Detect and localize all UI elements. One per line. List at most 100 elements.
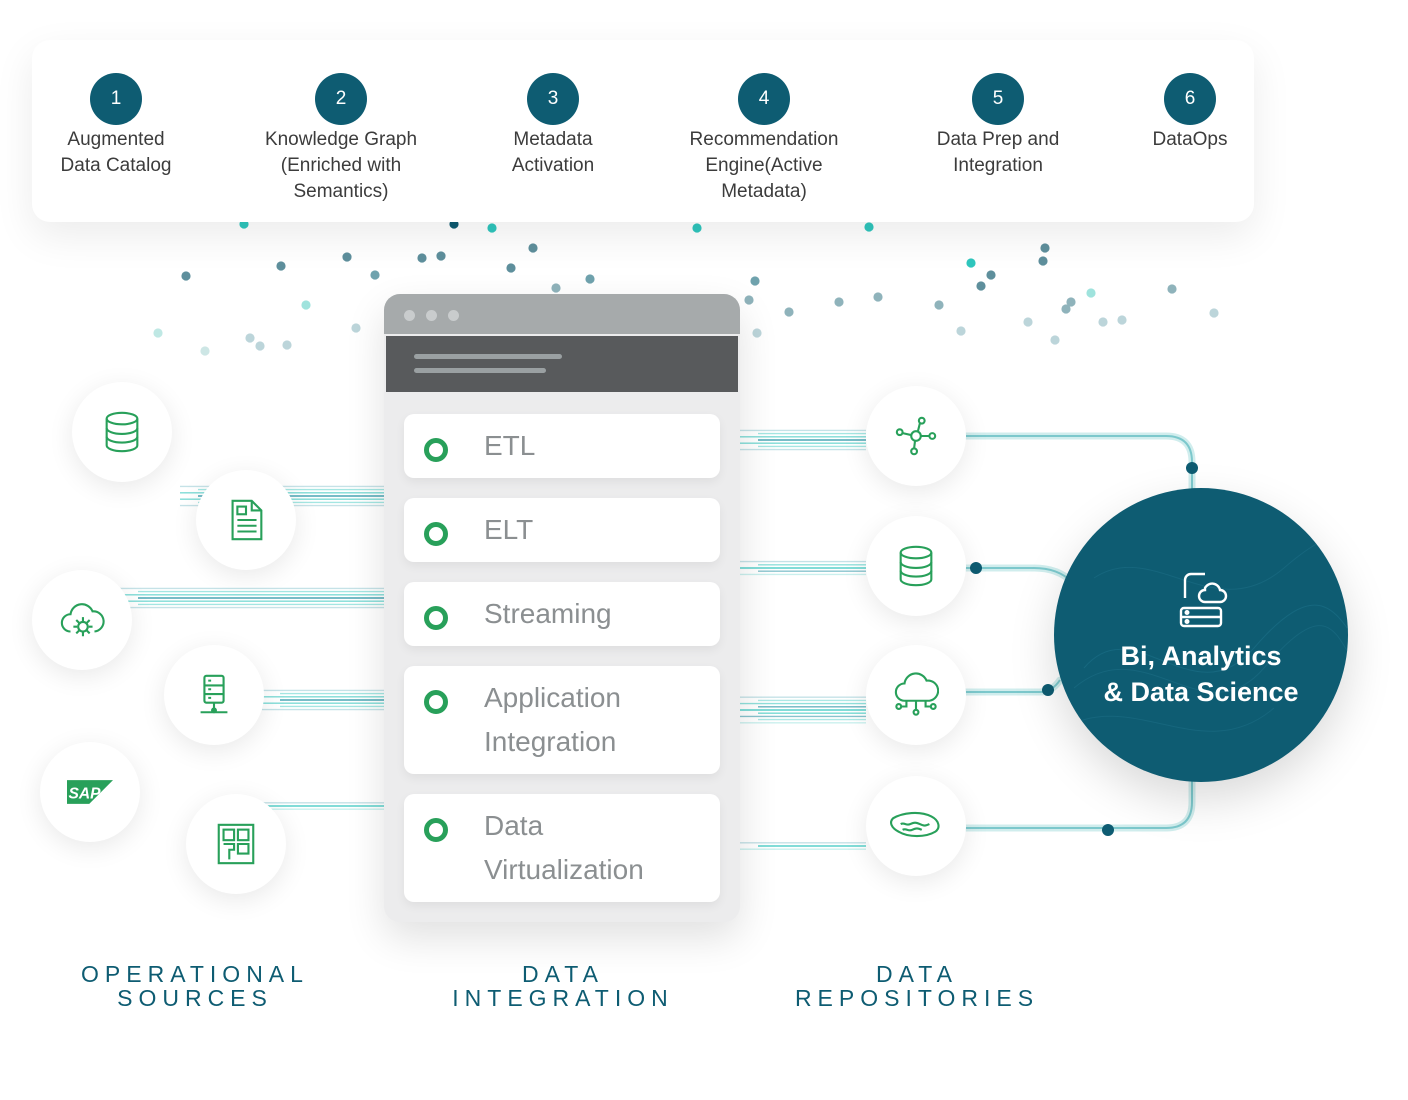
- window-dot: [426, 310, 437, 321]
- integration-label: Data Virtualization: [484, 804, 644, 892]
- section-label-line: SOURCES: [117, 985, 273, 1011]
- scatter-dot: [551, 283, 561, 293]
- scatter-dot: [976, 281, 986, 291]
- stage-label: Knowledge Graph (Enriched with Semantics…: [241, 127, 441, 205]
- stage-number: 2: [315, 73, 367, 125]
- sap-logo: SAP: [59, 775, 121, 809]
- stage-5: 5 Data Prep and Integration: [898, 73, 1098, 179]
- label-operational-sources: OPERATIONAL SOURCES: [40, 962, 350, 1010]
- scatter-dot: [1098, 317, 1108, 327]
- stage-number: 3: [527, 73, 579, 125]
- hub-texture: [1063, 538, 1348, 732]
- stage-label: Augmented Data Catalog: [16, 127, 216, 179]
- connector-node: [1042, 684, 1054, 696]
- scatter-dot: [1209, 308, 1219, 318]
- stage-2: 2 Knowledge Graph (Enriched with Semanti…: [241, 73, 441, 205]
- stage-label: Metadata Activation: [453, 127, 653, 179]
- integration-label-line: Streaming: [484, 598, 612, 629]
- cloud-network-icon: [894, 672, 939, 716]
- integration-item-streaming: Streaming: [404, 582, 720, 646]
- stage-label-line: Augmented: [67, 129, 165, 150]
- connector-line: [962, 432, 1196, 494]
- analytics-hub: Bi, Analytics & Data Science: [1054, 488, 1348, 782]
- stage-number: 4: [738, 73, 790, 125]
- status-ring-icon: [424, 438, 448, 462]
- scatter-dot: [351, 323, 361, 333]
- repo-graph: [866, 386, 966, 486]
- window-header: [386, 336, 738, 392]
- stage-label-line: Recommendation: [689, 129, 839, 150]
- scatter-dot: [986, 270, 996, 280]
- database-icon: [105, 411, 139, 453]
- scatter-dot: [487, 223, 497, 233]
- cloud-gear-icon: [60, 603, 105, 637]
- scatter-dot: [934, 300, 944, 310]
- source-database: [72, 382, 172, 482]
- scatter-dot: [1117, 315, 1127, 325]
- connector-line: [966, 780, 1193, 829]
- scatter-dot: [864, 222, 874, 232]
- section-label-line: REPOSITORIES: [794, 985, 1040, 1011]
- scatter-dot: [245, 333, 255, 343]
- integration-item-application: Application Integration: [404, 666, 720, 774]
- stage-number: 5: [972, 73, 1024, 125]
- status-ring-icon: [424, 606, 448, 630]
- sap-logo-text: SAP: [68, 786, 101, 803]
- integration-label: Streaming: [484, 592, 612, 636]
- source-document: [196, 470, 296, 570]
- scatter-dot: [750, 276, 760, 286]
- scatter-dot: [276, 261, 286, 271]
- scatter-dot: [752, 328, 762, 338]
- stage-label-line: Knowledge Graph: [264, 129, 418, 150]
- header-line: [414, 368, 546, 373]
- server-network-icon: [200, 674, 228, 714]
- stage-label-line: Engine(Active: [705, 155, 823, 176]
- integration-item-etl: ETL: [404, 414, 720, 478]
- data-lake-icon: [890, 811, 940, 838]
- connector-node: [1102, 824, 1114, 836]
- window-dot: [404, 310, 415, 321]
- stage-label-line: Metadata): [721, 181, 807, 202]
- scatter-dot: [370, 270, 380, 280]
- connector-line: [966, 435, 1193, 490]
- hub-title-line: Bi, Analytics: [1120, 641, 1282, 671]
- scatter-dot: [966, 258, 976, 268]
- hub-title-line: & Data Science: [1103, 677, 1299, 707]
- scatter-dot: [255, 341, 265, 351]
- data-integration-panel: ETL ELT Streaming Application Integratio…: [384, 294, 740, 922]
- stages-card: 1 Augmented Data Catalog 2 Knowledge Gra…: [32, 40, 1254, 222]
- scatter-dot: [282, 340, 292, 350]
- header-line: [414, 354, 562, 359]
- integration-label-line: Data: [484, 810, 544, 841]
- scatter-dot: [1167, 284, 1177, 294]
- integration-label-line: Virtualization: [484, 854, 644, 885]
- database-icon: [899, 545, 933, 587]
- section-label-line: DATA: [876, 961, 958, 987]
- label-data-integration: DATA INTEGRATION: [408, 962, 718, 1010]
- stage-label-line: Activation: [511, 155, 595, 176]
- stage-1: 1 Augmented Data Catalog: [16, 73, 216, 179]
- scatter-dot: [301, 300, 311, 310]
- integration-label-line: Application: [484, 682, 621, 713]
- integration-label-line: ETL: [484, 430, 536, 461]
- scatter-dot: [506, 263, 516, 273]
- label-data-repositories: DATA REPOSITORIES: [762, 962, 1072, 1010]
- stage-number: 6: [1164, 73, 1216, 125]
- connector-node: [970, 562, 982, 574]
- stage-4: 4 Recommendation Engine(Active Metadata): [664, 73, 864, 205]
- status-ring-icon: [424, 690, 448, 714]
- integration-label: Application Integration: [484, 676, 621, 764]
- scatter-dot: [1038, 256, 1048, 266]
- scatter-dot: [956, 326, 966, 336]
- stage-6: 6 DataOps: [1090, 73, 1290, 153]
- scatter-dot: [585, 274, 595, 284]
- status-ring-icon: [424, 522, 448, 546]
- section-label-line: DATA: [522, 961, 604, 987]
- scatter-dot: [1066, 297, 1076, 307]
- window-dot: [448, 310, 459, 321]
- layout-grid-icon: [217, 823, 255, 865]
- repo-data-lake: [866, 776, 966, 876]
- scatter-dot: [873, 292, 883, 302]
- stage-label-line: Data Prep and: [936, 129, 1060, 150]
- scatter-dot: [744, 295, 754, 305]
